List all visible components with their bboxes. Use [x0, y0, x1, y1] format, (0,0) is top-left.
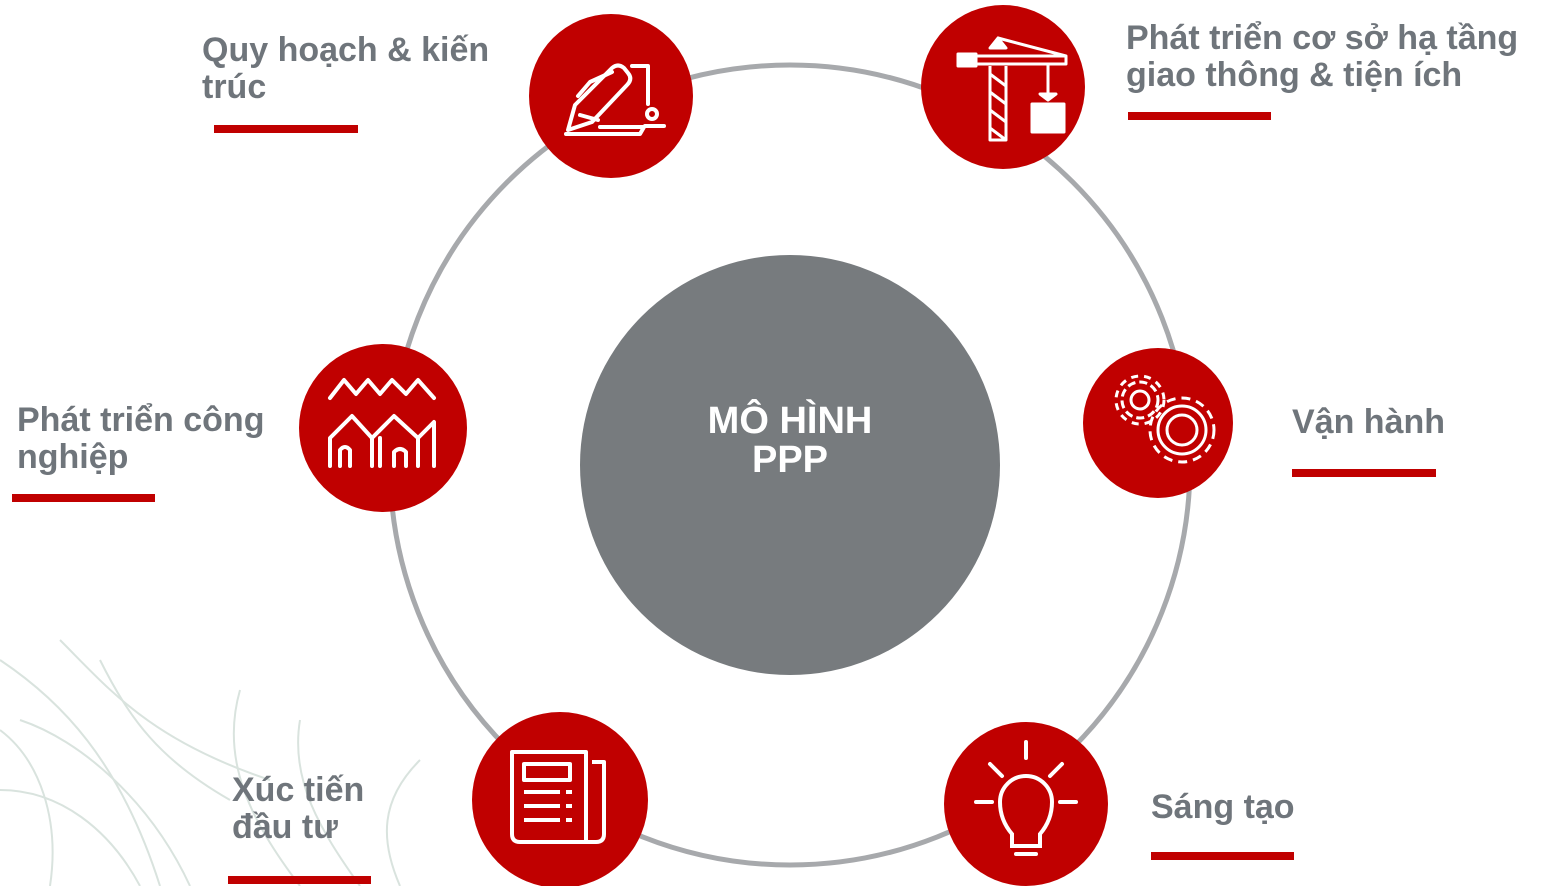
label-industrial: Phát triển công nghiệp — [17, 402, 264, 476]
houses-icon — [328, 378, 436, 468]
label-operation: Vận hành — [1292, 404, 1445, 441]
center-label-line2: PPP — [751, 439, 829, 481]
label-infrastructure-line2: giao thông & tiện ích — [1126, 56, 1463, 94]
underline-investment — [228, 876, 371, 884]
label-industrial-line2: nghiệp — [17, 438, 129, 476]
label-investment: Xúc tiến đầu tư — [232, 772, 364, 846]
center-circle — [580, 255, 1000, 675]
label-investment-line2: đầu tư — [232, 808, 338, 846]
center-label: MÔ HÌNH PPP — [600, 402, 980, 480]
label-planning-line1: Quy hoạch & kiến — [202, 31, 490, 69]
label-operation-line1: Vận hành — [1292, 403, 1446, 441]
label-innovation-line1: Sáng tạo — [1151, 788, 1295, 826]
underline-infrastructure — [1128, 112, 1271, 120]
underline-industrial — [12, 494, 155, 502]
label-investment-line1: Xúc tiến — [232, 771, 365, 809]
label-innovation: Sáng tạo — [1151, 789, 1295, 826]
node-operation[interactable] — [1083, 348, 1233, 498]
underline-planning — [214, 125, 358, 133]
underline-operation — [1292, 469, 1436, 477]
node-industrial[interactable] — [299, 344, 467, 512]
node-planning[interactable] — [529, 14, 693, 178]
node-infrastructure[interactable] — [921, 5, 1085, 169]
label-planning-line2: trúc — [202, 68, 267, 106]
gears-icon — [1114, 374, 1216, 464]
node-innovation[interactable] — [944, 722, 1108, 886]
label-infrastructure: Phát triển cơ sở hạ tầng giao thông & ti… — [1126, 20, 1518, 94]
drafting-hand-icon — [564, 63, 666, 136]
node-investment[interactable] — [472, 712, 648, 886]
center-label-line1: MÔ HÌNH — [707, 400, 873, 442]
label-industrial-line1: Phát triển công — [17, 401, 265, 439]
underline-innovation — [1151, 852, 1294, 860]
background-swirl-decoration — [0, 639, 421, 886]
label-planning: Quy hoạch & kiến trúc — [202, 32, 489, 106]
crane-icon — [956, 36, 1068, 142]
label-infrastructure-line1: Phát triển cơ sở hạ tầng — [1126, 19, 1519, 57]
newspaper-icon — [510, 750, 606, 844]
lightbulb-icon — [974, 740, 1078, 856]
